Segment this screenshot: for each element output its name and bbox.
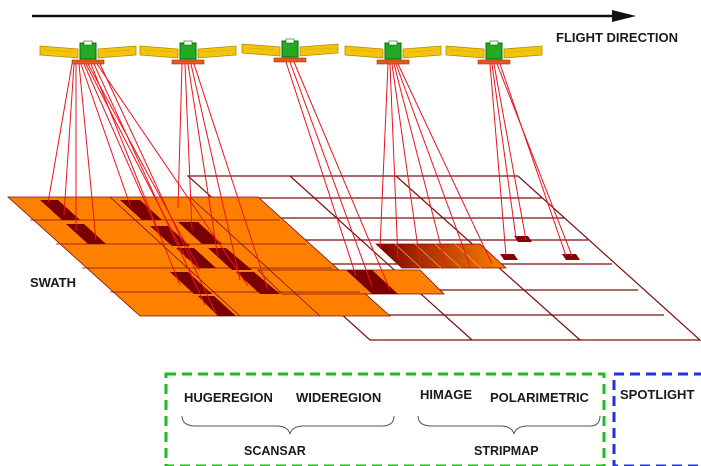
satellite-icon <box>344 40 442 65</box>
spotlight-box <box>612 372 701 466</box>
scansar-label: SCANSAR <box>244 444 306 458</box>
spotlight-footprints <box>500 236 580 260</box>
stripmap-swath <box>374 243 508 269</box>
himage-label: HIMAGE <box>420 387 472 402</box>
scansar-stripmap-box <box>164 372 606 466</box>
satellite-icon <box>241 38 339 63</box>
polarimetric-label: POLARIMETRIC <box>490 390 589 405</box>
wideregion-label: WIDEREGION <box>296 390 382 405</box>
satellite-icon <box>139 40 237 65</box>
flight-direction-arrow <box>32 10 636 22</box>
hugeregion-label: HUGEREGION <box>184 390 273 405</box>
flight-direction-label: FLIGHT DIRECTION <box>556 30 679 45</box>
swath-label: SWATH <box>30 275 76 290</box>
satellite-icons <box>39 38 543 65</box>
satellite-icon <box>39 40 137 65</box>
radar-beams <box>47 61 573 313</box>
satellite-icon <box>445 40 543 65</box>
spotlight-label: SPOTLIGHT <box>620 387 695 402</box>
group-braces <box>181 415 601 435</box>
stripmap-label: STRIPMAP <box>474 444 539 458</box>
